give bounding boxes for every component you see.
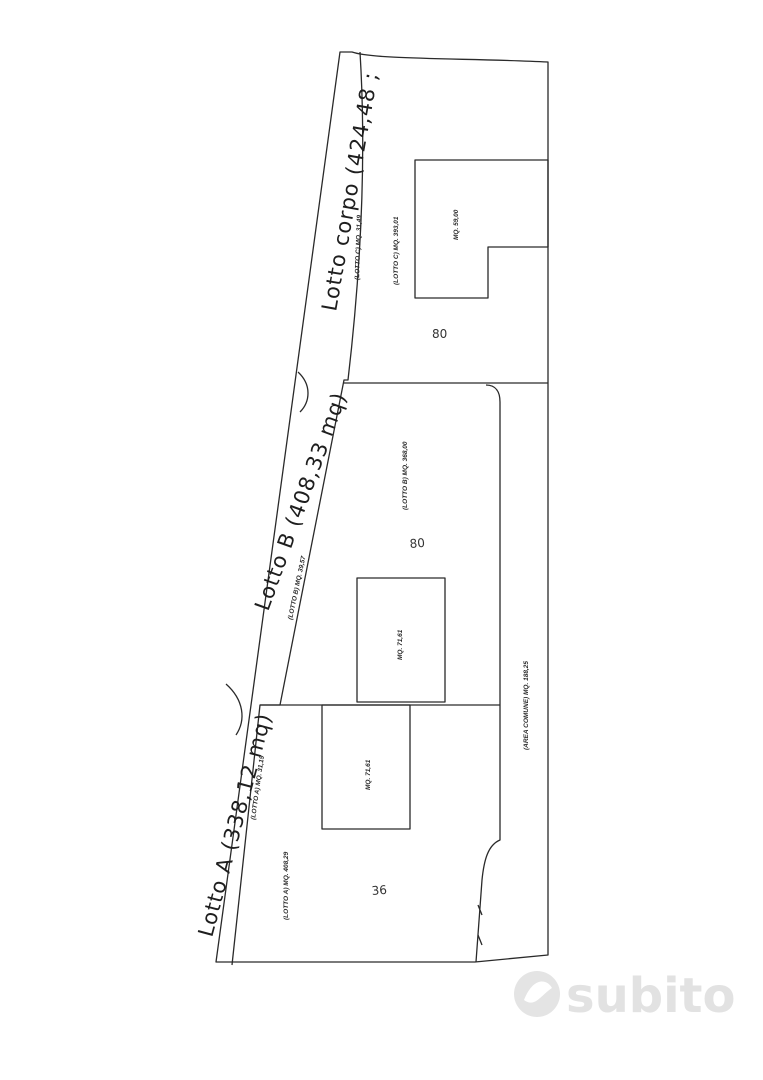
building-lot-b xyxy=(356,577,446,703)
label-common-area: (AREA COMUNE) MQ. 188,25 xyxy=(523,661,530,750)
label-building-b: MQ. 71,61 xyxy=(397,629,404,660)
building-lot-c xyxy=(414,159,549,299)
boundary-tick xyxy=(477,934,483,946)
building-lot-a xyxy=(321,704,411,830)
frontage-strip-line xyxy=(231,51,364,966)
handwritten-number-a: 36 xyxy=(371,883,387,898)
handwritten-lot-c: Lotto corpo (424,48 ; xyxy=(317,70,383,313)
handwritten-lot-a: Lotto A (338,12 mq) xyxy=(194,710,277,939)
label-building-c: MQ. 59,00 xyxy=(453,209,460,240)
handwritten-number-c: 80 xyxy=(432,327,447,341)
label-strip-c: (LOTTO C) MQ. 31,49 xyxy=(354,215,363,280)
common-area-boundary xyxy=(475,384,501,963)
subito-watermark: subito xyxy=(514,968,735,1024)
label-lot-c-area: (LOTTO C) MQ. 393,01 xyxy=(393,216,400,285)
label-lot-b-area: (LOTTO B) MQ. 368,00 xyxy=(402,441,409,510)
handwritten-number-b: 80 xyxy=(409,536,425,551)
boundary-tick xyxy=(477,904,483,916)
handwritten-paren xyxy=(225,683,243,736)
handwritten-paren xyxy=(297,371,309,413)
label-building-a: MQ. 71,61 xyxy=(365,759,372,790)
property-boundary xyxy=(215,51,549,963)
label-lot-a-area: (LOTTO A) MQ. 408,29 xyxy=(283,851,290,920)
subito-logo-mark xyxy=(524,981,552,1003)
subito-wordmark: subito xyxy=(566,968,735,1024)
